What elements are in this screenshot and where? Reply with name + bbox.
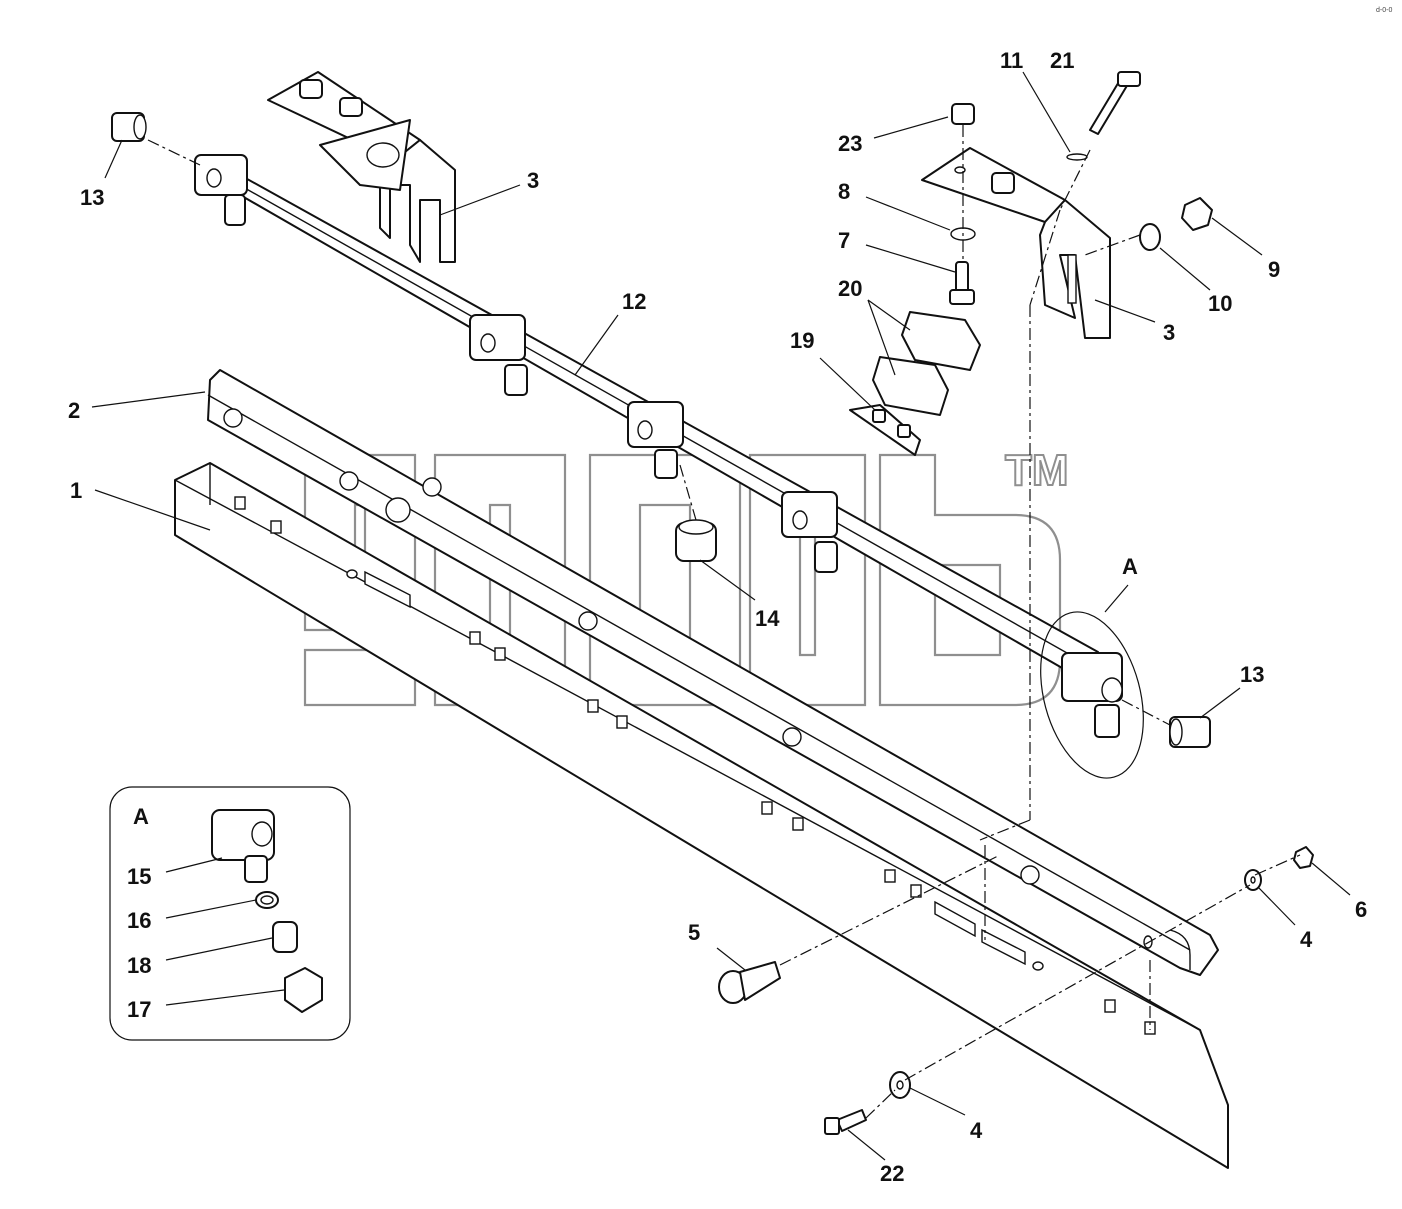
callout-4: 4 [1300,927,1313,952]
nozzle-clamp [781,491,838,573]
bracket-right [921,147,1111,339]
plug [675,519,717,562]
callout-23: 23 [838,131,862,156]
callout-13: 13 [1240,662,1264,687]
end-cap [1169,716,1211,748]
nozzle-clamp [1061,652,1123,738]
inset-title: A [133,804,149,829]
callout-12: 12 [622,289,646,314]
callout-18: 18 [127,953,151,978]
hex-bolt [824,1109,867,1135]
callout-21: 21 [1050,48,1074,73]
corner-code: d-0-0 [1376,7,1392,14]
callout-5: 5 [688,920,700,945]
callout-20: 20 [838,276,862,301]
leader-lines [91,71,1351,1161]
boom-tube [194,154,1144,779]
trademark-mark: TM [1005,446,1069,495]
callout-3: 3 [527,168,539,193]
callout-9: 9 [1268,257,1280,282]
rubber-blocks [849,311,981,456]
mounting-plate [174,462,1229,1169]
callout-17: 17 [127,997,151,1022]
callout-22: 22 [880,1161,904,1186]
nozzle-clamp [469,314,528,396]
nut [1293,846,1314,869]
callout-4: 4 [970,1118,983,1143]
callout-7: 7 [838,228,850,253]
callout-11: 11 [1000,48,1023,73]
washer [889,1071,911,1099]
callout-19: 19 [790,328,814,353]
cap-nut [284,967,323,1013]
callout-6: 6 [1355,897,1367,922]
nozzle-clamp [194,154,248,226]
flat-bar [207,369,1219,976]
callout-15: 15 [127,864,151,889]
watermark: TM [303,445,1070,707]
callout-2: 2 [68,398,80,423]
callout-A: A [1122,554,1138,579]
filter-insert [272,921,298,953]
washer [1244,869,1262,891]
callout-13: 13 [80,185,104,210]
alignment-lines [147,125,1301,1119]
callout-1: 1 [70,478,82,503]
callout-8: 8 [838,179,850,204]
nozzle-clamp [627,401,684,479]
carriage-bolt [718,961,781,1004]
nozzle-body [211,809,275,883]
callout-3: 3 [1163,320,1175,345]
callout-14: 14 [755,606,780,631]
end-cap [111,112,147,142]
callout-labels: 13 3 12 2 1 14 A 13 11 21 23 8 7 20 19 9… [68,48,1367,1186]
inset-detail-a: A [109,786,351,1041]
callout-10: 10 [1208,291,1232,316]
bracket-left [267,71,456,263]
callout-16: 16 [127,908,151,933]
